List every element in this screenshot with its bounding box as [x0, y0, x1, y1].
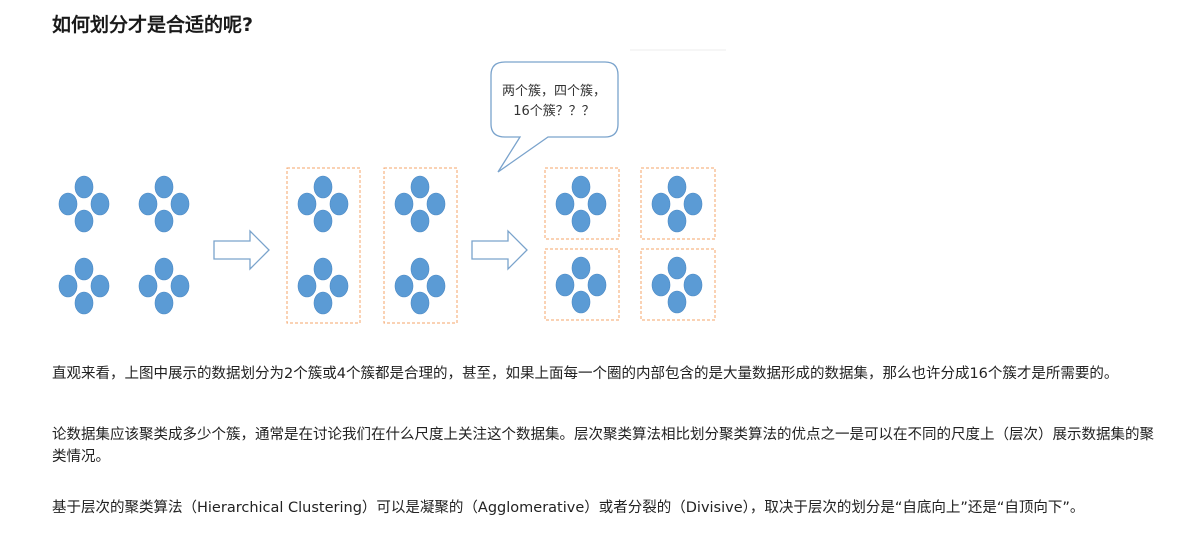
data-point-dot: [410, 257, 430, 281]
data-point-dot: [410, 175, 430, 199]
data-point-dot: [571, 209, 591, 233]
arrow-right-2: [471, 229, 528, 271]
cluster-box-right-2: [383, 167, 458, 324]
data-point-dot: [74, 291, 94, 315]
data-point-dot: [74, 209, 94, 233]
data-point-dot: [555, 273, 575, 297]
data-point-dot: [313, 291, 333, 315]
arrow-right-1: [213, 229, 270, 271]
cluster-box-tr-4: [640, 167, 716, 240]
paragraph-3: 基于层次的聚类算法（Hierarchical Clustering）可以是凝聚的…: [52, 500, 1085, 516]
data-points: [58, 175, 703, 315]
data-point-dot: [410, 209, 430, 233]
cluster-box-tl-4: [544, 167, 620, 240]
data-point-dot: [410, 291, 430, 315]
speech-bubble: [490, 61, 619, 173]
data-point-dot: [58, 192, 78, 216]
data-point-dot: [138, 192, 158, 216]
data-point-dot: [74, 175, 94, 199]
data-point-dot: [426, 274, 446, 298]
clustering-figure: 两个簇，四个簇， 16个簇？？？: [58, 49, 726, 324]
data-point-dot: [651, 192, 671, 216]
cluster-dots: [297, 257, 349, 315]
data-point-dot: [651, 273, 671, 297]
data-point-dot: [587, 273, 607, 297]
cluster-dots: [58, 175, 110, 233]
data-point-dot: [571, 256, 591, 280]
data-point-dot: [313, 209, 333, 233]
data-point-dot: [90, 274, 110, 298]
data-point-dot: [329, 274, 349, 298]
data-point-dot: [154, 209, 174, 233]
paragraph-1: 直观来看，上图中展示的数据划分为2个簇或4个簇都是合理的，甚至，如果上面每一个圈…: [52, 366, 1119, 382]
data-point-dot: [74, 257, 94, 281]
cluster-box-left-2: [286, 167, 361, 324]
cluster-dots: [555, 256, 607, 314]
cluster-dots: [394, 175, 446, 233]
cluster-dots: [138, 175, 190, 233]
data-point-dot: [329, 192, 349, 216]
cluster-dots: [651, 175, 703, 233]
data-point-dot: [58, 274, 78, 298]
data-point-dot: [297, 192, 317, 216]
data-point-dot: [154, 175, 174, 199]
data-point-dot: [90, 192, 110, 216]
cluster-dots: [297, 175, 349, 233]
cluster-dots: [138, 257, 190, 315]
data-point-dot: [394, 274, 414, 298]
section-heading: 如何划分才是合适的呢?: [52, 14, 254, 36]
data-point-dot: [313, 175, 333, 199]
data-point-dot: [571, 290, 591, 314]
data-point-dot: [170, 192, 190, 216]
data-point-dot: [683, 192, 703, 216]
data-point-dot: [667, 175, 687, 199]
cluster-dots: [555, 175, 607, 233]
data-point-dot: [683, 273, 703, 297]
data-point-dot: [555, 192, 575, 216]
data-point-dot: [667, 209, 687, 233]
data-point-dot: [394, 192, 414, 216]
cluster-dots: [651, 256, 703, 314]
cluster-box-bl-4: [544, 248, 620, 321]
data-point-dot: [154, 291, 174, 315]
data-point-dot: [571, 175, 591, 199]
data-point-dot: [154, 257, 174, 281]
data-point-dot: [138, 274, 158, 298]
bubble-text-line2: 16个簇？？？: [513, 104, 595, 119]
data-point-dot: [170, 274, 190, 298]
data-point-dot: [667, 290, 687, 314]
cluster-dots: [394, 257, 446, 315]
cluster-dots: [58, 257, 110, 315]
data-point-dot: [297, 274, 317, 298]
data-point-dot: [587, 192, 607, 216]
data-point-dot: [313, 257, 333, 281]
data-point-dot: [426, 192, 446, 216]
bubble-text-line1: 两个簇，四个簇，: [502, 84, 606, 99]
cluster-box-br-4: [640, 248, 716, 321]
data-point-dot: [667, 256, 687, 280]
paragraph-2: 论数据集应该聚类成多少个簇，通常是在讨论我们在什么尺度上关注这个数据集。层次聚类…: [52, 427, 1154, 465]
